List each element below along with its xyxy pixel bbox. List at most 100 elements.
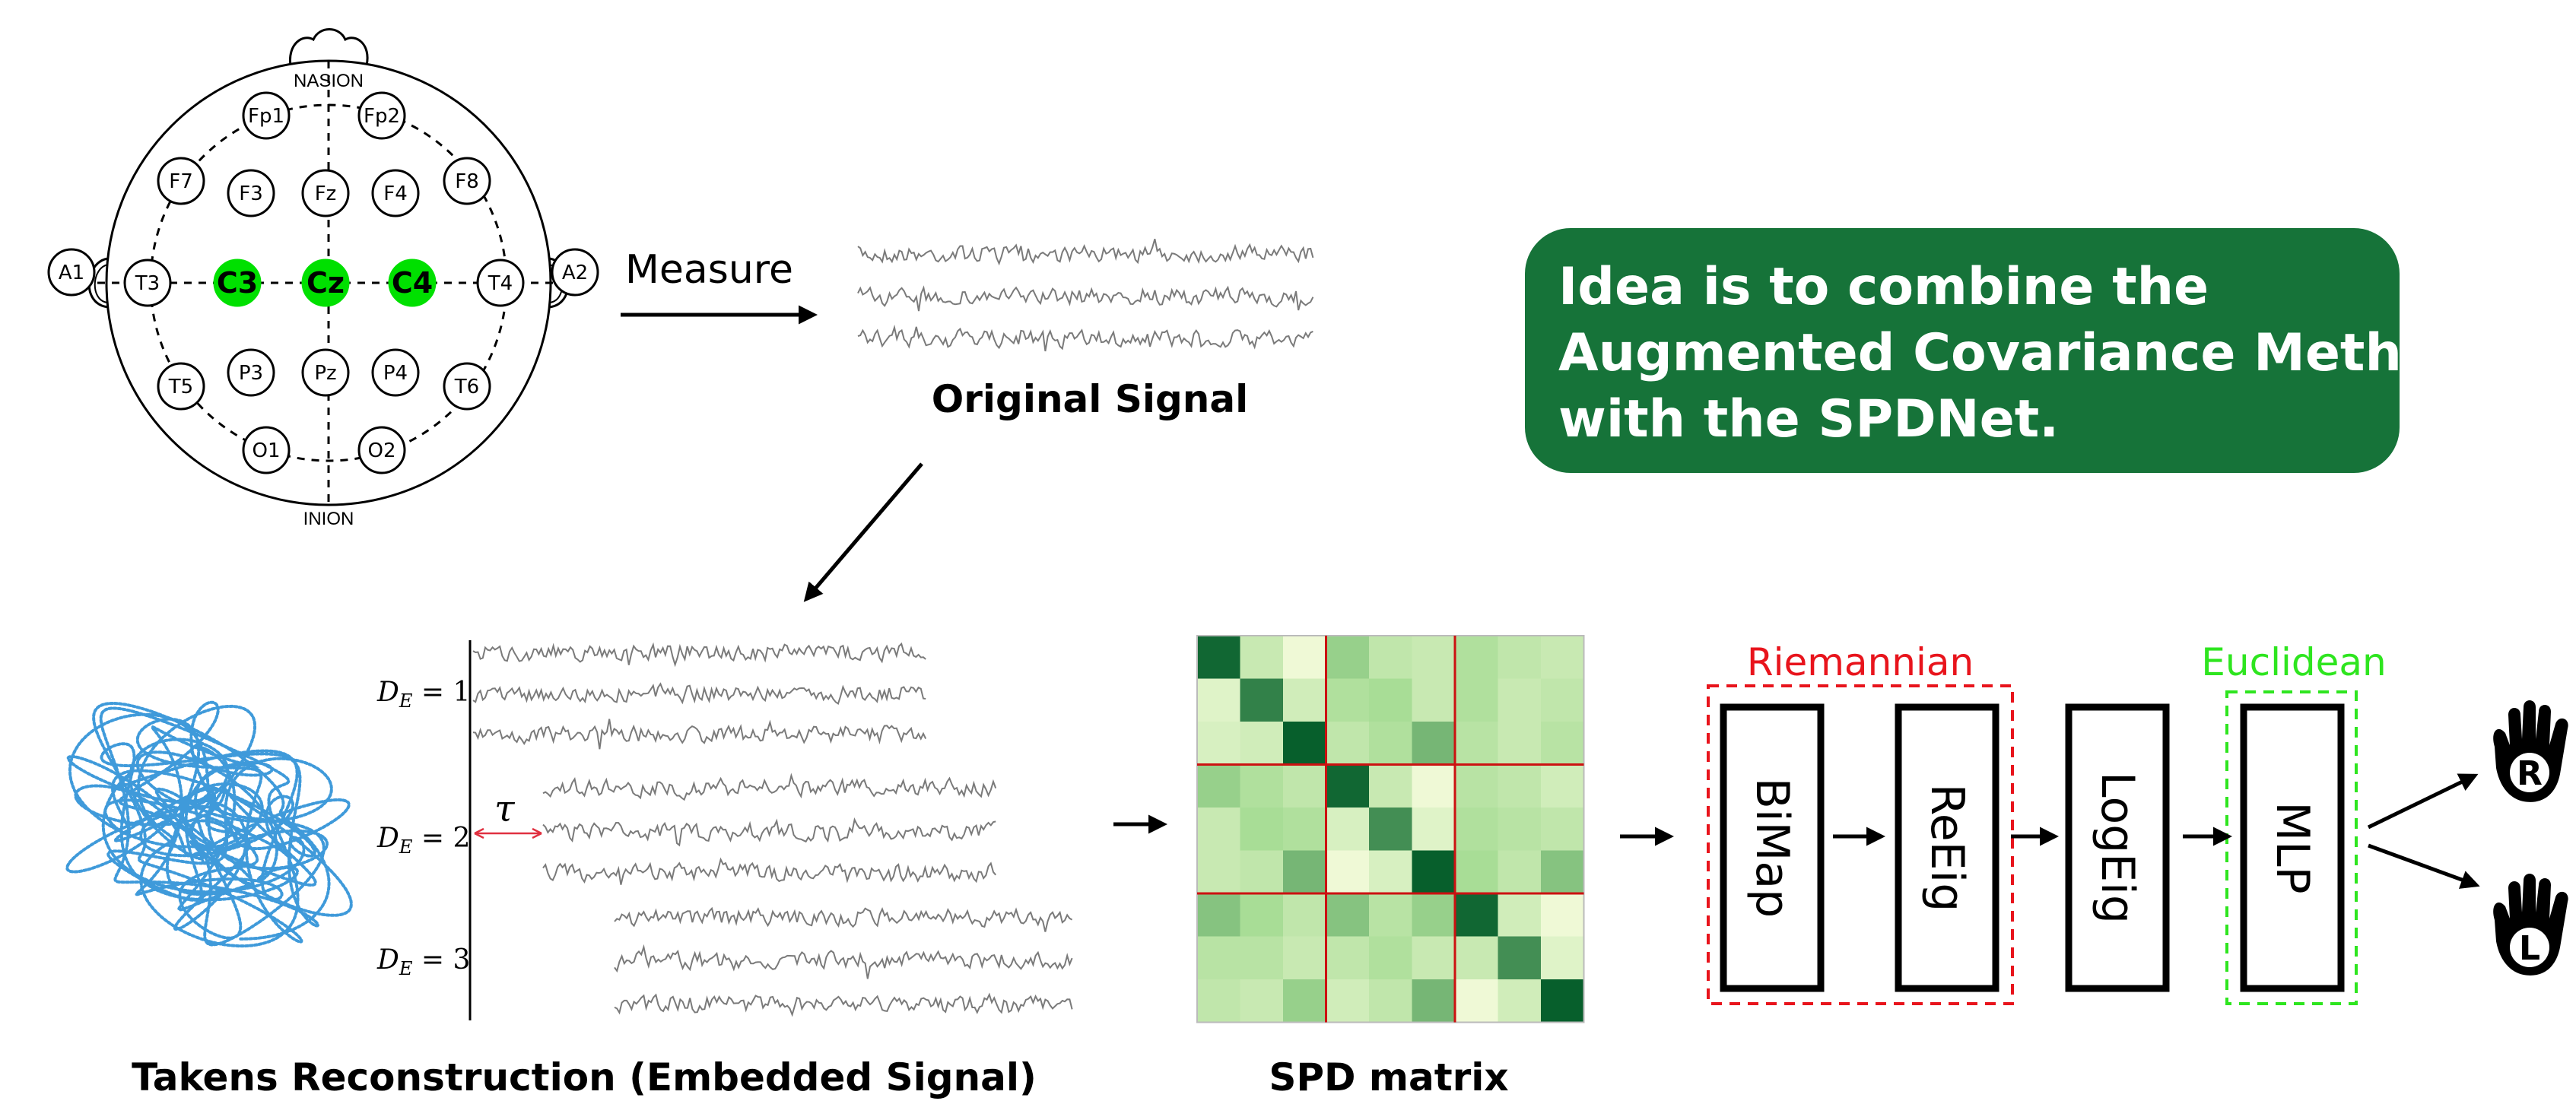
electrode-cz-label: Cz bbox=[307, 266, 345, 300]
spd-cell-7-0 bbox=[1197, 936, 1240, 980]
right-hand-label: R bbox=[2517, 754, 2543, 793]
layer-reeig-label: ReEig bbox=[1920, 784, 1974, 912]
electrode-t4: T4 bbox=[476, 259, 525, 307]
spd-cell-4-7 bbox=[1498, 808, 1542, 851]
embedded-trace-d1-3 bbox=[472, 719, 927, 750]
spd-cell-6-1 bbox=[1240, 893, 1284, 937]
electrode-fp2: Fp2 bbox=[357, 91, 406, 140]
electrode-fz-label: Fz bbox=[315, 182, 337, 205]
spd-cell-0-6 bbox=[1455, 636, 1498, 679]
spd-cell-7-7 bbox=[1498, 936, 1542, 980]
embedded-signal-traces bbox=[472, 642, 1073, 1017]
spd-cell-2-5 bbox=[1412, 722, 1456, 765]
embedded-trace-d1-1 bbox=[472, 642, 926, 668]
spd-cell-5-4 bbox=[1369, 850, 1412, 894]
phase-space-attractor bbox=[65, 700, 353, 948]
takens-label: Takens Reconstruction (Embedded Signal) bbox=[132, 1055, 1037, 1099]
spd-cell-6-6 bbox=[1455, 893, 1498, 937]
spd-matrix-heatmap bbox=[1196, 635, 1585, 1023]
spd-cell-8-1 bbox=[1240, 979, 1284, 1023]
nasion-label: NASION bbox=[294, 71, 364, 91]
spd-cell-8-3 bbox=[1326, 979, 1370, 1023]
spd-cell-6-7 bbox=[1498, 893, 1542, 937]
layer-bimap-label: BiMap bbox=[1745, 778, 1799, 918]
electrode-c4: C4 bbox=[388, 259, 437, 307]
electrode-o2-label: O2 bbox=[367, 439, 395, 462]
electrode-f8-label: F8 bbox=[455, 170, 479, 193]
spd-cell-7-2 bbox=[1283, 936, 1326, 980]
spd-cell-4-2 bbox=[1283, 808, 1326, 851]
right-hand-icon: R bbox=[2493, 700, 2568, 802]
spd-cell-3-3 bbox=[1326, 764, 1370, 808]
callout-line-1: Idea is to combine the bbox=[1558, 257, 2209, 317]
spd-cell-2-3 bbox=[1326, 722, 1370, 765]
spd-matrix-label: SPD matrix bbox=[1269, 1055, 1508, 1099]
electrode-c3: C3 bbox=[213, 259, 262, 307]
electrode-o1-label: O1 bbox=[252, 439, 280, 462]
spd-cell-1-8 bbox=[1541, 678, 1584, 722]
spd-cell-5-3 bbox=[1326, 850, 1370, 894]
spd-cell-0-4 bbox=[1369, 636, 1412, 679]
spd-cell-8-2 bbox=[1283, 979, 1326, 1023]
de2-label: DE = 2 bbox=[376, 823, 470, 858]
spd-cell-5-1 bbox=[1240, 850, 1284, 894]
spd-cell-4-5 bbox=[1412, 808, 1456, 851]
spd-cell-7-8 bbox=[1541, 936, 1584, 980]
electrode-t6-label: T6 bbox=[454, 376, 479, 398]
spd-cell-7-6 bbox=[1455, 936, 1498, 980]
electrode-f7-label: F7 bbox=[169, 170, 193, 193]
electrode-fp2-label: Fp2 bbox=[364, 105, 400, 128]
spd-cell-6-5 bbox=[1412, 893, 1456, 937]
spd-cell-4-4 bbox=[1369, 808, 1412, 851]
spd-cell-8-0 bbox=[1197, 979, 1240, 1023]
spd-cell-3-1 bbox=[1240, 764, 1284, 808]
spd-cell-0-8 bbox=[1541, 636, 1584, 679]
spd-cell-1-5 bbox=[1412, 678, 1456, 722]
electrode-f3-label: F3 bbox=[239, 182, 263, 205]
left-hand-icon: L bbox=[2493, 874, 2568, 976]
electrode-f3: F3 bbox=[227, 169, 275, 217]
electrode-a1-label: A1 bbox=[59, 262, 84, 284]
euclidean-label: Euclidean bbox=[2201, 640, 2386, 684]
embedded-trace-d2-3 bbox=[542, 857, 996, 885]
electrode-f8: F8 bbox=[443, 157, 491, 205]
spd-cell-5-5 bbox=[1412, 850, 1456, 894]
electrode-c4-label: C4 bbox=[392, 266, 433, 300]
spd-cell-3-4 bbox=[1369, 764, 1412, 808]
spd-cell-5-7 bbox=[1498, 850, 1542, 894]
spd-cell-1-6 bbox=[1455, 678, 1498, 722]
spd-cell-3-0 bbox=[1197, 764, 1240, 808]
embed-arrow bbox=[803, 462, 923, 602]
electrode-a1: A1 bbox=[47, 248, 96, 297]
electrode-pz-label: Pz bbox=[314, 362, 336, 385]
layer-mlp: MLP bbox=[2240, 703, 2345, 992]
spd-cell-8-7 bbox=[1498, 979, 1542, 1023]
layer-logeig-label: LogEig bbox=[2091, 772, 2144, 924]
spd-cell-1-3 bbox=[1326, 678, 1370, 722]
spd-cell-8-8 bbox=[1541, 979, 1584, 1023]
original-trace-2 bbox=[857, 285, 1314, 312]
spd-cell-6-2 bbox=[1283, 893, 1326, 937]
spd-cell-3-5 bbox=[1412, 764, 1456, 808]
spd-cell-0-7 bbox=[1498, 636, 1542, 679]
inion-label: INION bbox=[303, 509, 354, 529]
spd-cell-3-8 bbox=[1541, 764, 1584, 808]
layer-bimap: BiMap bbox=[1720, 703, 1825, 992]
measure-label: Measure bbox=[625, 247, 793, 293]
electrode-cz: Cz bbox=[301, 259, 350, 307]
electrode-a2-label: A2 bbox=[562, 262, 588, 284]
electrode-t3: T3 bbox=[123, 259, 172, 307]
electrode-fz: Fz bbox=[301, 169, 350, 217]
euclidean-box bbox=[2225, 690, 2358, 1005]
spd-cell-8-4 bbox=[1369, 979, 1412, 1023]
electrode-t4-label: T4 bbox=[488, 272, 513, 295]
electrode-p4-label: P4 bbox=[383, 362, 408, 385]
spd-cell-5-2 bbox=[1283, 850, 1326, 894]
tau-label: τ bbox=[494, 788, 516, 830]
spd-cell-0-5 bbox=[1412, 636, 1456, 679]
spd-cell-5-0 bbox=[1197, 850, 1240, 894]
electrode-o2: O2 bbox=[357, 426, 406, 474]
spd-cell-2-7 bbox=[1498, 722, 1542, 765]
spd-cell-1-1 bbox=[1240, 678, 1284, 722]
